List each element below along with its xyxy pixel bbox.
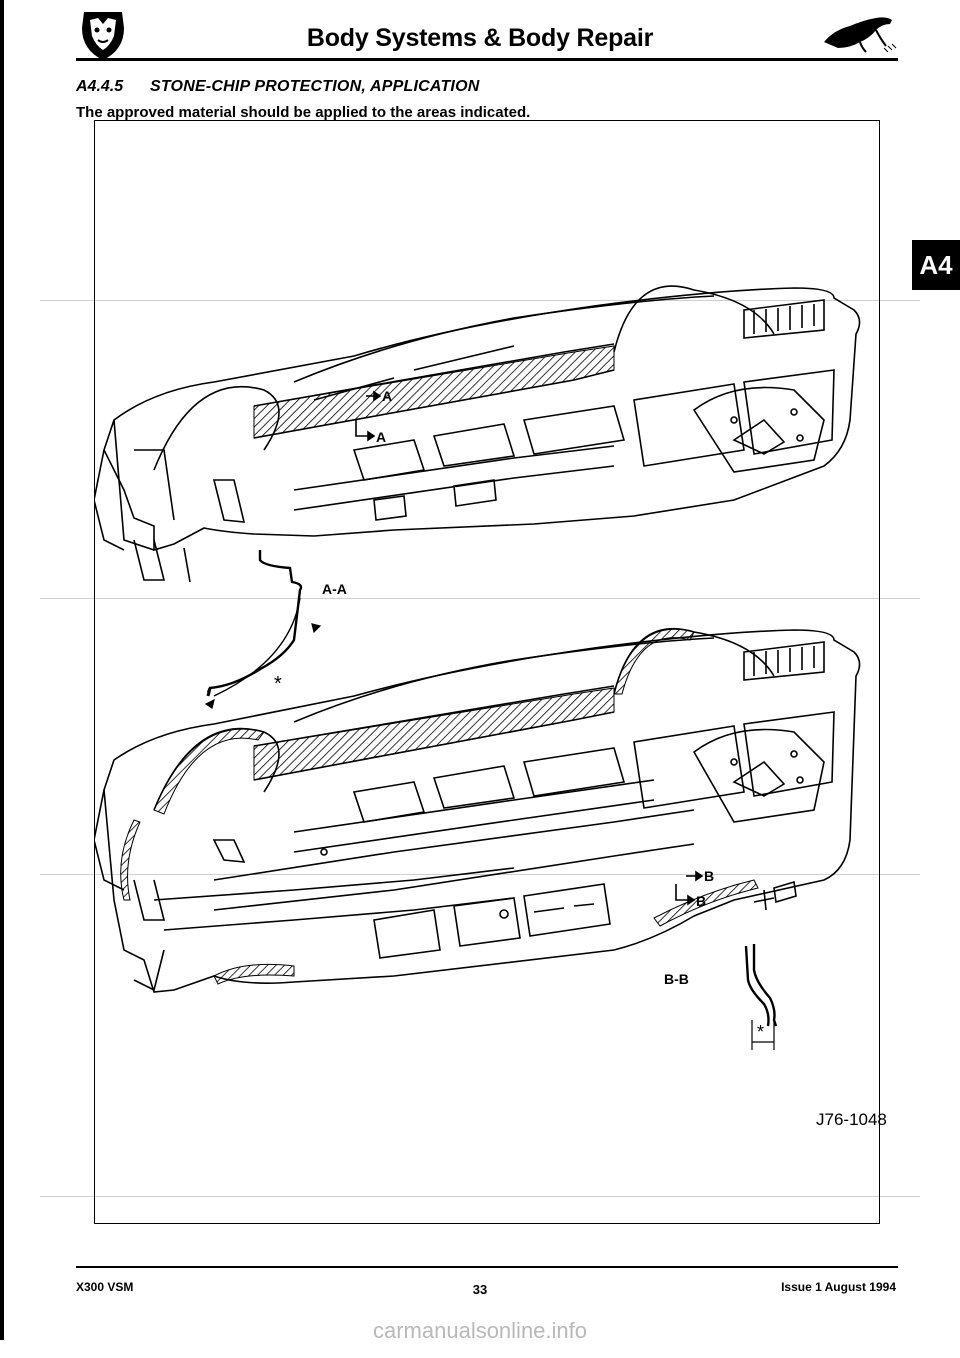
footer-rule bbox=[76, 1266, 898, 1268]
upper-underbody-view bbox=[94, 285, 861, 583]
section-number: A4.4.5 bbox=[76, 78, 124, 95]
watermark: carmanualsonline.info bbox=[372, 1318, 588, 1343]
stone-chip-zone-front-valance bbox=[120, 819, 141, 901]
section-title: STONE-CHIP PROTECTION, APPLICATION bbox=[150, 78, 480, 95]
section-arrow-a-bottom: A bbox=[376, 429, 386, 445]
section-tab[interactable]: A4 bbox=[912, 240, 960, 290]
header-rule bbox=[76, 58, 898, 61]
leaping-jaguar-icon bbox=[824, 17, 897, 53]
scan-guide-line bbox=[40, 598, 920, 599]
figure-frame bbox=[94, 120, 880, 1224]
lower-underbody-view bbox=[94, 627, 861, 993]
page-left-border bbox=[0, 0, 4, 1340]
scan-guide-line bbox=[40, 300, 920, 301]
section-instruction: The approved material should be applied … bbox=[76, 104, 531, 121]
section-aa-label: A-A bbox=[322, 581, 347, 597]
stone-chip-zone-front-arch bbox=[153, 728, 265, 815]
section-arrow-b-top: B bbox=[704, 868, 714, 884]
section-bb-asterisk: * bbox=[757, 1022, 764, 1042]
stone-chip-zone-front-floor bbox=[213, 963, 295, 985]
stone-chip-diagram: A A A-A * bbox=[94, 285, 861, 1050]
stone-chip-zone-rear-arch bbox=[613, 628, 695, 695]
stone-chip-zone-sill-lower bbox=[253, 687, 615, 781]
section-aa-profile bbox=[206, 550, 303, 697]
footer-issue: Issue 1 August 1994 bbox=[781, 1280, 896, 1294]
section-aa-asterisk: * bbox=[274, 673, 282, 695]
section-arrow-a-top: A bbox=[382, 388, 392, 404]
section-bb-label: B-B bbox=[664, 971, 689, 987]
scan-guide-line bbox=[40, 874, 920, 875]
jaguar-head-logo bbox=[82, 12, 124, 60]
footer-manual-code: X300 VSM bbox=[76, 1280, 134, 1294]
section-bb-profile bbox=[744, 944, 778, 1027]
scan-guide-line bbox=[40, 1196, 920, 1197]
page-number: 33 bbox=[472, 1282, 488, 1297]
figure-reference: J76-1048 bbox=[816, 1110, 887, 1129]
header-title: Body Systems & Body Repair bbox=[306, 24, 654, 52]
section-arrow-b-bottom: B bbox=[696, 893, 706, 909]
stone-chip-zone-sill-upper bbox=[253, 345, 615, 439]
